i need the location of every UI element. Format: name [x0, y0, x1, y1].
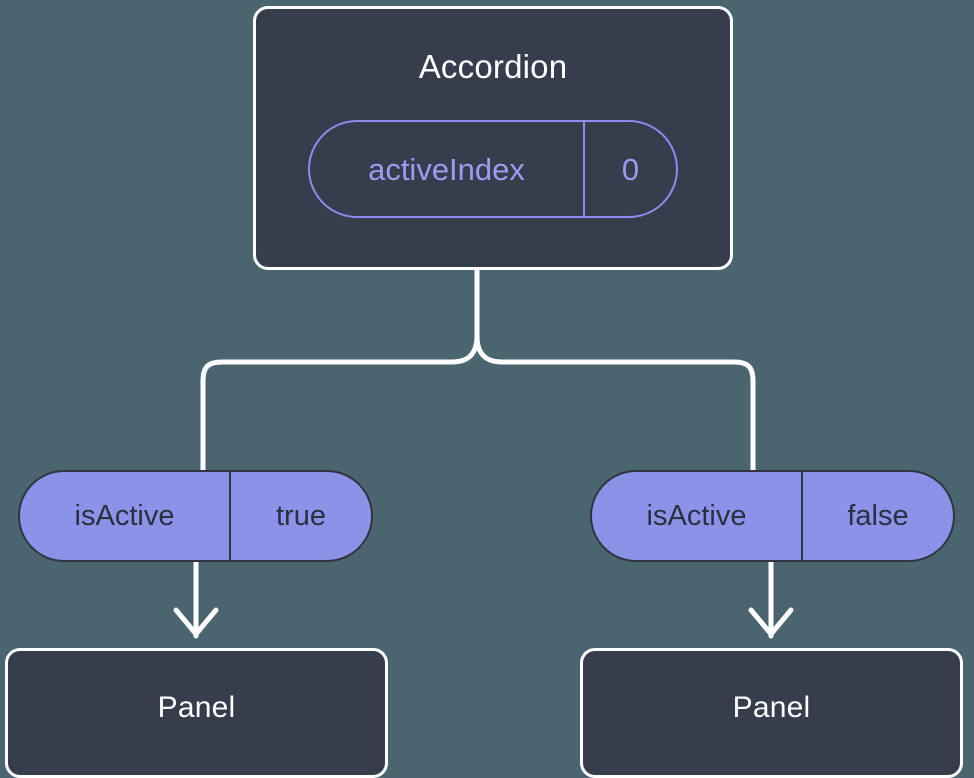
state-pill-value: 0	[621, 151, 640, 187]
connector-branch-right	[474, 333, 756, 384]
arrow-head-left	[173, 607, 219, 637]
prop-pill-value: false	[847, 499, 909, 532]
connector-branch-left	[200, 333, 480, 384]
state-pill-active-index[interactable]: activeIndex 0	[308, 120, 678, 218]
prop-pill-is-active-true[interactable]: isActive true	[18, 470, 373, 562]
node-panel-left[interactable]: Panel	[5, 648, 388, 778]
node-panel-left-title: Panel	[157, 691, 236, 724]
prop-pill-key: isActive	[592, 472, 803, 560]
state-pill-key: activeIndex	[310, 122, 585, 216]
prop-pill-value: true	[276, 499, 326, 532]
node-panel-right-title: Panel	[732, 691, 811, 724]
prop-pill-key: isActive	[20, 472, 231, 560]
prop-pill-is-active-false[interactable]: isActive false	[590, 470, 955, 562]
node-accordion-title: Accordion	[418, 48, 568, 85]
node-panel-right[interactable]: Panel	[580, 648, 963, 778]
arrow-head-right	[748, 607, 794, 637]
